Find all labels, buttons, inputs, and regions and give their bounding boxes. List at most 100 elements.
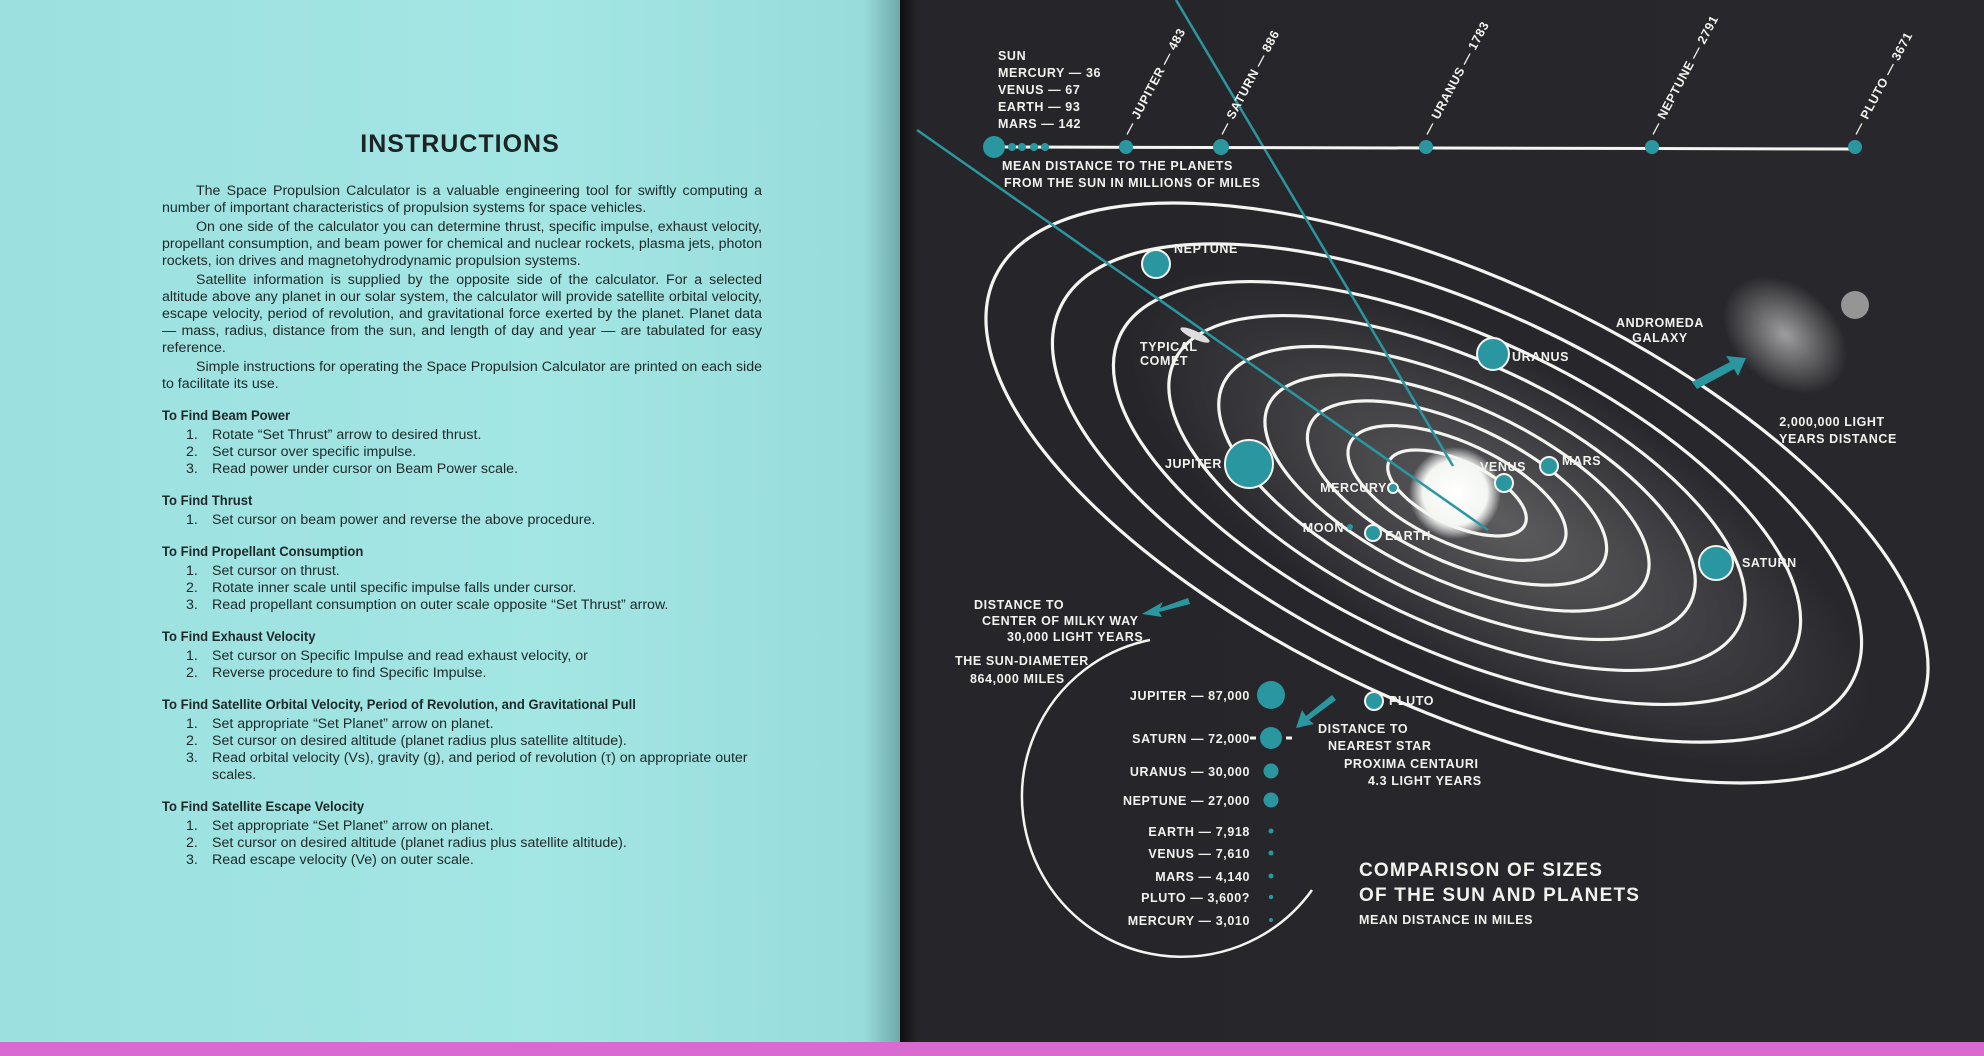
- step-item: 3.Read power under cursor on Beam Power …: [162, 461, 762, 478]
- instruction-sections: To Find Beam Power 1. Rotate “Set Thrust” …: [162, 408, 762, 869]
- section-heading: To Find Beam Power: [162, 408, 291, 424]
- distance-label: MARS — 142: [998, 117, 1081, 131]
- distance-label: EARTH — 93: [998, 100, 1080, 114]
- orbit-ring: [1346, 424, 1568, 562]
- step-item: 3.Read orbital velocity (Vs), gravity (g…: [162, 750, 762, 784]
- step-number: 1.: [186, 563, 198, 579]
- distance-tick: —: [1646, 119, 1665, 137]
- size-label: URANUS — 30,000: [1130, 765, 1250, 779]
- orbit-ring: [1167, 313, 1747, 673]
- section-heading: To Find Satellite Orbital Velocity, Peri…: [162, 697, 636, 713]
- step-text: Read power under cursor on Beam Power sc…: [212, 461, 518, 477]
- step-text: Set cursor on desired altitude (planet r…: [212, 835, 627, 851]
- step-number: 2.: [186, 835, 198, 851]
- size-dot: [1268, 873, 1274, 879]
- label-andromeda: ANDROMEDA: [1616, 316, 1704, 330]
- comet: [1180, 327, 1210, 343]
- size-label: MARS — 4,140: [1155, 870, 1250, 884]
- instructions-page: INSTRUCTIONS The Space Propulsion Calcul…: [0, 0, 900, 1042]
- step-item: 1. Rotate “Set Thrust” arrow to desired t…: [162, 427, 762, 444]
- step-text: Rotate inner scale until specific impuls…: [212, 580, 577, 596]
- distance-label-group: —JUPITER — 483: [1120, 26, 1188, 138]
- planet-venus: [1494, 473, 1514, 493]
- step-item: 1. Set appropriate “Set Planet” arrow on …: [162, 716, 762, 733]
- step-item: 2.Set cursor over specific impulse.: [162, 444, 762, 461]
- page-title: INSTRUCTIONS: [360, 130, 560, 158]
- label-moon: MOON: [1303, 521, 1344, 535]
- step-item: 1.Set cursor on Specific Impulse and rea…: [162, 648, 762, 665]
- andromeda-galaxy: [1722, 275, 1848, 395]
- nearest-star-label: PROXIMA CENTAURI: [1344, 757, 1479, 771]
- step-text: Read propellant consumption on outer sca…: [212, 597, 669, 613]
- distance-dot: [1213, 139, 1229, 155]
- andromeda-distance: 2,000,000 LIGHT: [1779, 415, 1885, 429]
- section-heading: To Find Satellite Escape Velocity: [162, 799, 365, 815]
- milky-way-label: DISTANCE TO: [974, 598, 1064, 612]
- step-text: Read orbital velocity (Vs), gravity (g),…: [212, 750, 748, 783]
- orbit-ring: [1050, 242, 1864, 744]
- step-item: 1. Set cursor on thrust.: [162, 563, 762, 580]
- size-dot: [1263, 792, 1279, 808]
- distance-label-group: —PLUTO — 3671: [1849, 30, 1915, 138]
- distance-label: JUPITER — 483: [1129, 26, 1189, 122]
- nearest-star-label: 4.3 LIGHT YEARS: [1368, 774, 1482, 788]
- comparison-title: OF THE SUN AND PLANETS: [1359, 885, 1640, 906]
- distance-label: NEPTUNE — 2791: [1655, 13, 1722, 121]
- distance-dot: [1018, 143, 1026, 151]
- step-item: 3.Read escape velocity (Ve) on outer sca…: [162, 852, 762, 869]
- intro-paragraph: On one side of the calculator you can de…: [162, 219, 762, 269]
- planet-mars: [1539, 456, 1559, 476]
- distance-caption: MEAN DISTANCE TO THE PLANETS: [1002, 159, 1233, 173]
- label-venus: VENUS: [1480, 460, 1526, 474]
- step-item: 3. Read propellant consumption on outer s…: [162, 597, 762, 614]
- comparison-subtitle: MEAN DISTANCE IN MILES: [1359, 913, 1533, 927]
- size-dot: [1257, 681, 1285, 709]
- intro-paragraph: Satellite information is supplied by the…: [162, 272, 762, 356]
- step-item: 1.Set appropriate “Set Planet” arrow on …: [162, 818, 762, 835]
- label-andromeda: GALAXY: [1632, 331, 1688, 345]
- step-item: 2.Reverse procedure to find Specific Imp…: [162, 665, 762, 682]
- step-number: 1.: [186, 427, 198, 443]
- distance-label: MERCURY — 36: [998, 66, 1101, 80]
- distance-dot: [1041, 143, 1049, 151]
- label-saturn: SATURN: [1742, 556, 1797, 570]
- step-text: Rotate “Set Thrust” arrow to desired thr…: [212, 427, 482, 443]
- step-number: 3.: [186, 597, 198, 613]
- intro-paragraph: The Space Propulsion Calculator is a val…: [162, 183, 762, 216]
- moon: [1347, 524, 1353, 530]
- size-label: VENUS — 7,610: [1148, 847, 1250, 861]
- sun-diameter-label: THE SUN-DIAMETER: [955, 654, 1089, 668]
- milky-way-arrow-icon: [1142, 598, 1190, 617]
- distance-dot: [1119, 140, 1133, 154]
- distance-tick: —: [1215, 119, 1234, 137]
- andromeda-distance: YEARS DISTANCE: [1779, 432, 1897, 446]
- step-text: Set appropriate “Set Planet” arrow on pl…: [212, 818, 494, 834]
- step-number: 1.: [186, 716, 198, 732]
- nearest-star-arrow-icon: [1296, 695, 1336, 728]
- milky-way-label: 30,000 LIGHT YEARS: [1007, 630, 1143, 644]
- step-text: Reverse procedure to find Specific Impul…: [212, 665, 487, 681]
- distance-label: SATURN — 886: [1224, 28, 1283, 122]
- distance-label: URANUS — 1783: [1429, 19, 1492, 121]
- distance-dot: [1848, 140, 1862, 154]
- nearest-star-label: NEAREST STAR: [1328, 739, 1432, 753]
- sun: [1409, 447, 1501, 539]
- label-mercury: MERCURY: [1320, 481, 1387, 495]
- step-text: Set appropriate “Set Planet” arrow on pl…: [212, 716, 494, 732]
- size-label: MERCURY — 3,010: [1128, 914, 1250, 928]
- planet-neptune: [1141, 249, 1171, 279]
- distance-dot: [1645, 140, 1659, 154]
- orbit-ring: [1217, 344, 1697, 642]
- step-text: Read escape velocity (Ve) on outer scale…: [212, 852, 474, 868]
- distance-dot: [1419, 140, 1433, 154]
- size-dot: [1263, 763, 1279, 779]
- size-dot: [1269, 918, 1273, 922]
- distance-label-group: —NEPTUNE — 2791: [1646, 13, 1721, 137]
- orbits: [984, 201, 1930, 785]
- step-item: 2.Rotate inner scale until specific impu…: [162, 580, 762, 597]
- planet-jupiter: [1224, 439, 1274, 489]
- section-heading: To Find Thrust: [162, 493, 253, 509]
- step-text: Set cursor on thrust.: [212, 563, 340, 579]
- andromeda-core: [1841, 291, 1869, 319]
